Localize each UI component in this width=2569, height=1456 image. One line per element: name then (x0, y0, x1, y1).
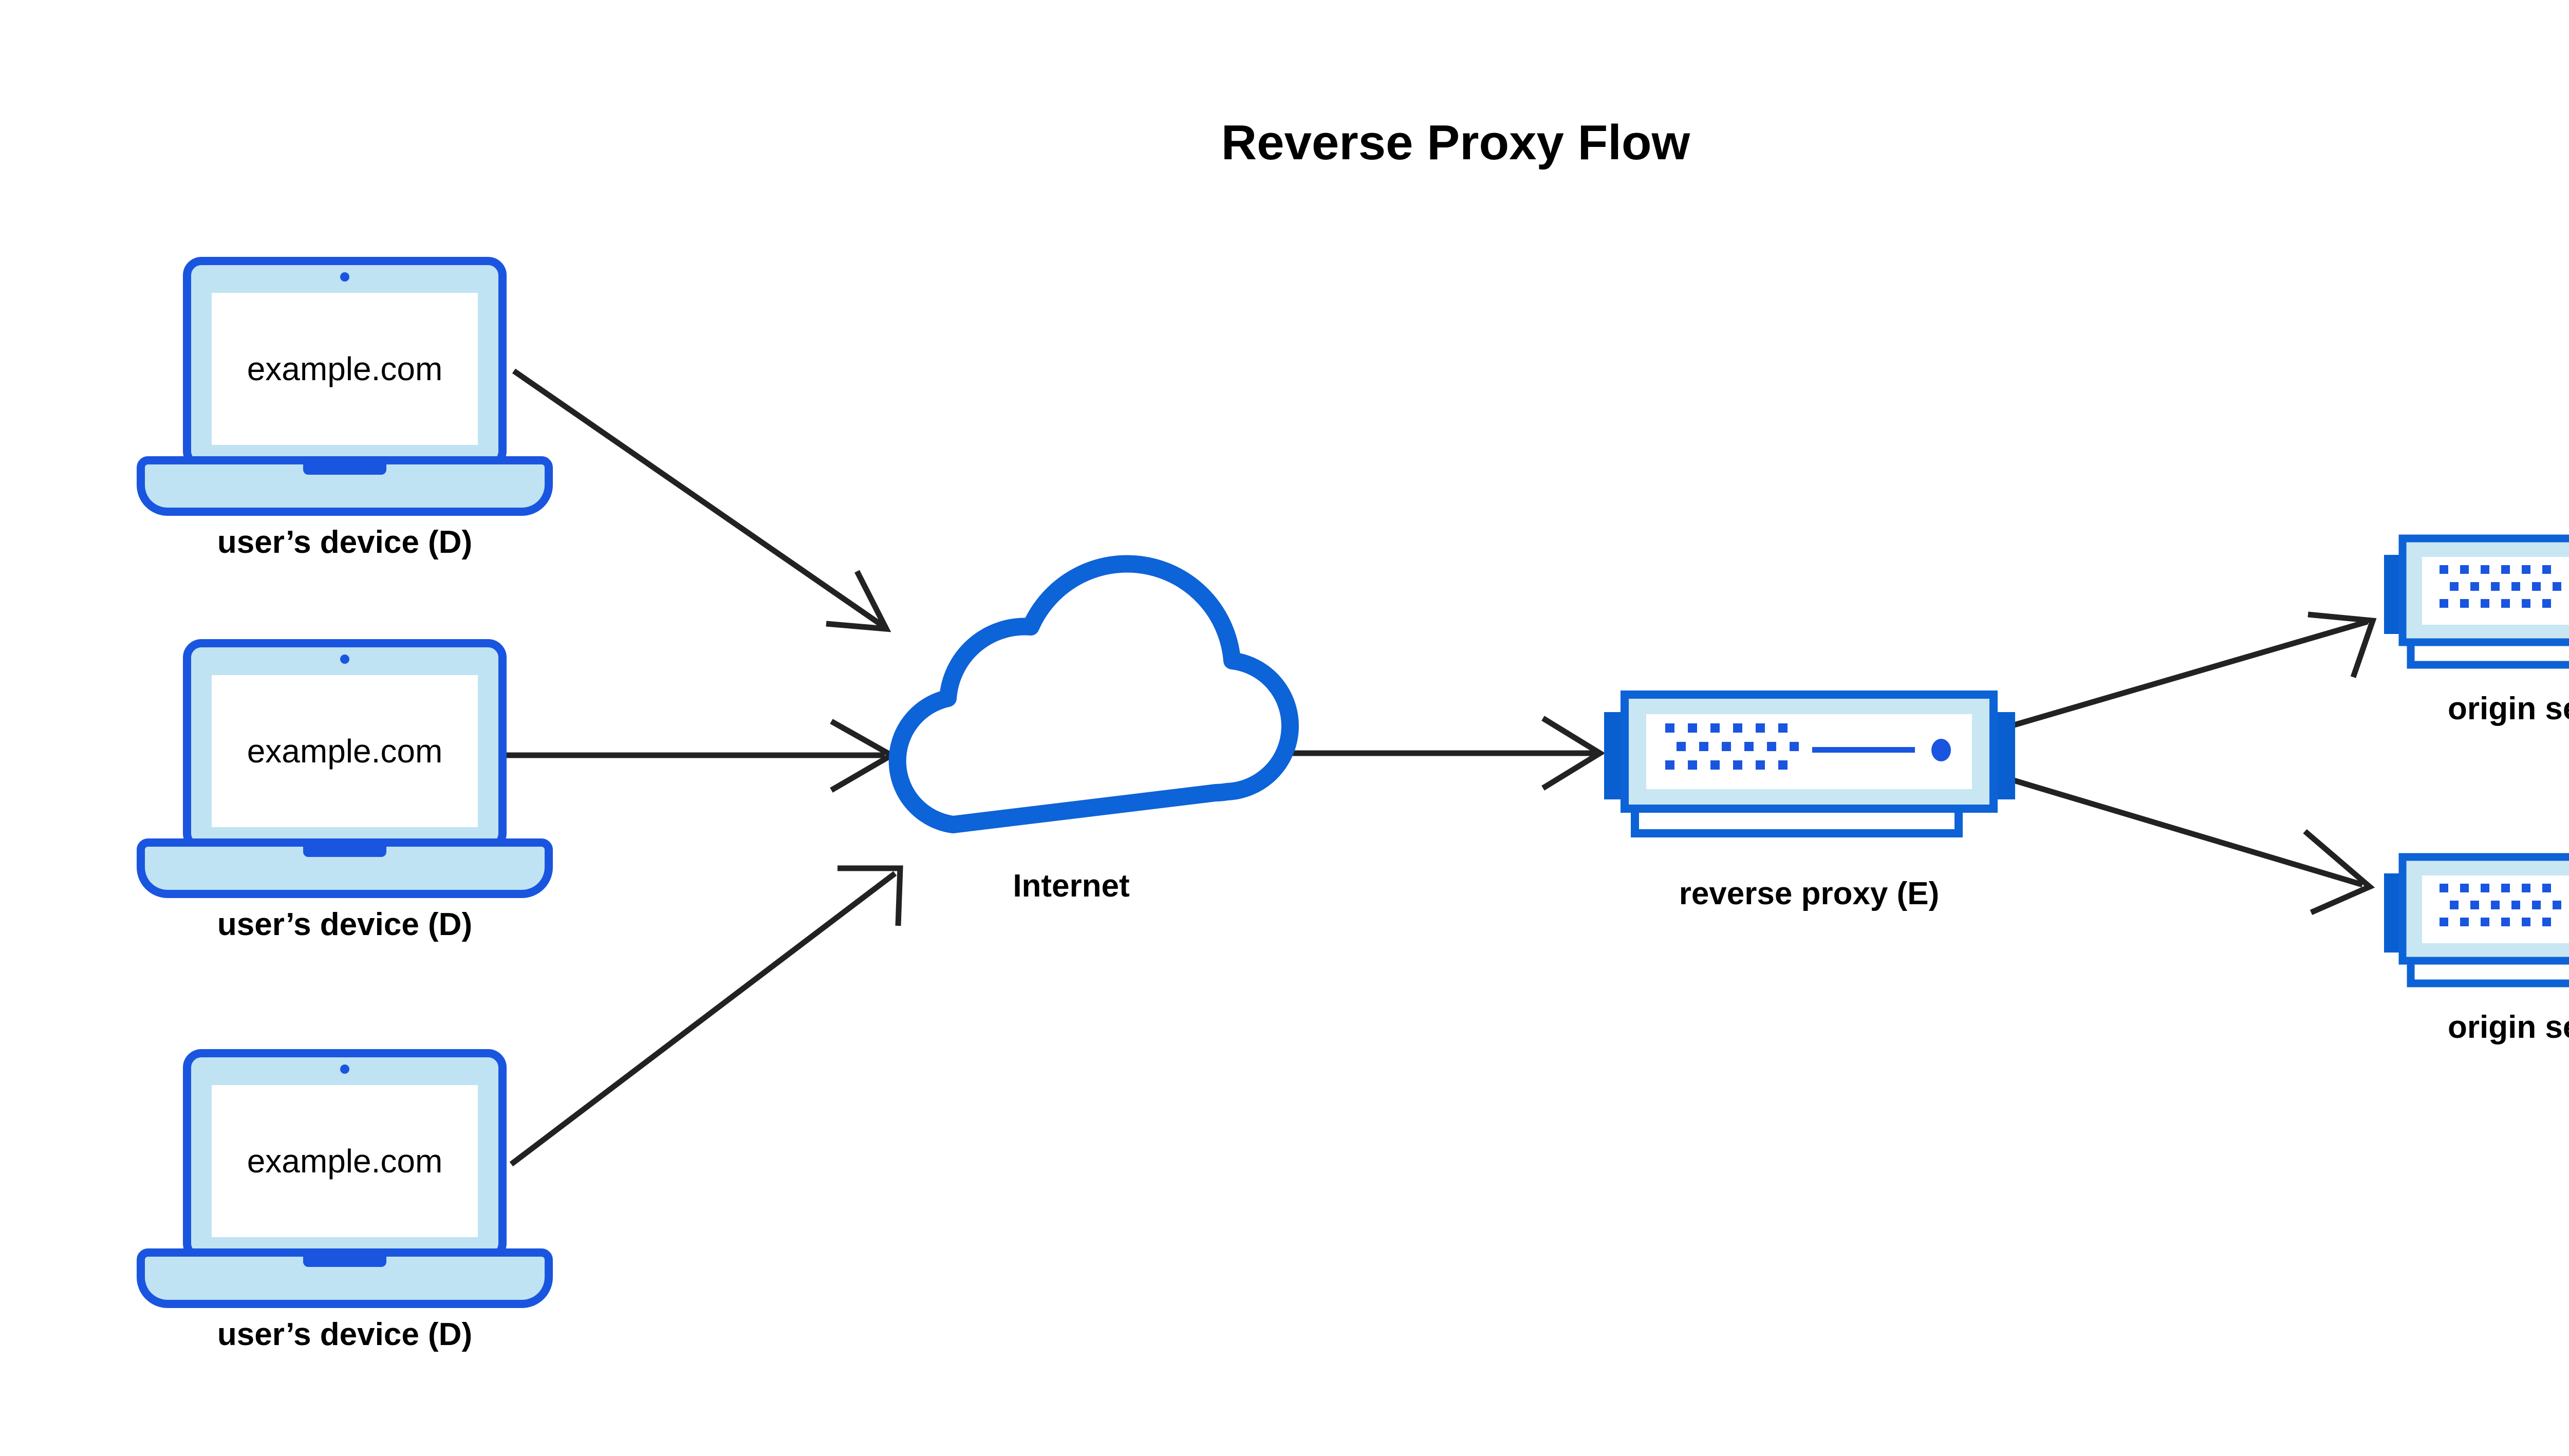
laptop-icon (137, 1049, 553, 1308)
reverse-proxy-label: reverse proxy (E) (1679, 876, 1940, 911)
cloud-icon (888, 555, 1299, 833)
node-device-bottom[interactable]: example.com user’s device (D) (137, 1049, 553, 1352)
node-internet[interactable]: Internet (888, 555, 1299, 904)
camera-dot-icon (340, 655, 349, 664)
server-led-grid (2440, 565, 2561, 608)
internet-label: Internet (1013, 868, 1129, 904)
origin-server-label: origin server (F) (2448, 691, 2569, 726)
device-screen-text: example.com (247, 350, 443, 387)
device-screen-text: example.com (247, 1143, 443, 1180)
arrow-device-middle-to-internet (501, 719, 898, 793)
server-led-grid (2440, 884, 2561, 926)
server-icon (1604, 690, 2015, 837)
laptop-icon (137, 639, 553, 898)
server-led-grid (1665, 723, 1799, 770)
device-screen-text: example.com (247, 733, 443, 770)
arrow-device-bottom-to-internet (509, 865, 903, 1167)
node-reverse-proxy[interactable]: reverse proxy (E) (1604, 690, 2015, 911)
server-status-dot-icon (1931, 739, 1951, 761)
device-label: user’s device (D) (217, 907, 472, 942)
server-icon (2384, 534, 2569, 669)
camera-dot-icon (340, 272, 349, 282)
server-slot-line (1812, 747, 1915, 753)
node-origin-top[interactable]: origin server (F) (2384, 534, 2569, 726)
laptop-icon (137, 257, 553, 516)
origin-server-label: origin server (F) (2448, 1010, 2569, 1045)
arrow-device-top-to-internet (512, 368, 891, 632)
page-title: Reverse Proxy Flow (1221, 115, 1690, 170)
arrows-layer (501, 368, 2377, 1167)
server-icon (2384, 853, 2569, 987)
node-origin-bottom[interactable]: origin server (F) (2384, 853, 2569, 1045)
camera-dot-icon (340, 1065, 349, 1074)
device-label: user’s device (D) (217, 1317, 472, 1352)
device-label: user’s device (D) (217, 525, 472, 560)
arrow-proxy-to-origin-bottom (1990, 771, 2375, 916)
node-device-middle[interactable]: example.com user’s device (D) (137, 639, 553, 942)
arrow-proxy-to-origin-top (1990, 611, 2377, 735)
node-device-top[interactable]: example.com user’s device (D) (137, 257, 553, 560)
